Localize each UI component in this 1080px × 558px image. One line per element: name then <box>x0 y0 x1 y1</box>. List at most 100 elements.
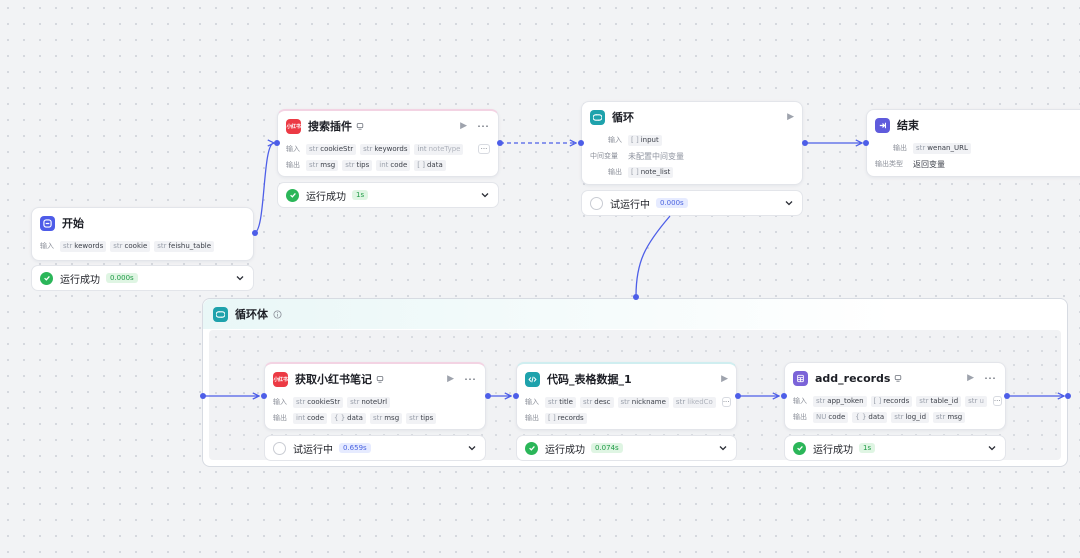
status-records[interactable]: 运行成功 1s <box>784 435 1006 461</box>
plugin-badge-icon <box>376 375 384 383</box>
node-start-header: 开始 <box>32 208 253 238</box>
port-loop-in[interactable] <box>578 140 584 146</box>
status-text: 试运行中 <box>293 444 333 456</box>
info-icon[interactable] <box>273 309 282 319</box>
port-fetch-out[interactable] <box>485 393 491 399</box>
xiaohongshu-icon: 小红书 <box>286 118 301 134</box>
port-loop-out[interactable] <box>802 140 808 146</box>
run-icon[interactable]: ▶ <box>787 111 794 122</box>
node-loop[interactable]: 循环 ▶ 输入 [ ]input 中间变量 未配置中间变量 输出 [ ]note… <box>581 101 803 185</box>
code-icon <box>525 371 540 387</box>
output-label: 输出 <box>273 414 287 422</box>
node-code-title: 代码_表格数据_1 <box>547 373 632 386</box>
chevron-down-icon[interactable] <box>235 273 245 283</box>
port-loop-body[interactable] <box>633 294 639 300</box>
run-icon[interactable]: ▶ <box>721 373 728 384</box>
port-records-in[interactable] <box>781 393 787 399</box>
status-start[interactable]: 运行成功 0.000s <box>31 265 254 291</box>
param-tag: { }data <box>852 411 888 423</box>
node-fetch-header: 小红书 获取小红书笔记 ▶ ⋯ <box>265 364 485 394</box>
node-search-header: 小红书 搜索插件 ▶ ⋯ <box>278 111 498 141</box>
chevron-down-icon[interactable] <box>467 443 477 453</box>
port-body-in[interactable] <box>200 393 206 399</box>
time-badge: 1s <box>352 190 369 200</box>
status-loop[interactable]: 试运行中 0.000s <box>581 190 803 216</box>
chevron-down-icon[interactable] <box>718 443 728 453</box>
port-search-in[interactable] <box>274 140 280 146</box>
node-loop-header: 循环 ▶ <box>582 102 802 132</box>
node-fetch-title: 获取小红书笔记 <box>295 373 372 386</box>
more-icon[interactable]: ⋯ <box>464 372 477 386</box>
loop-body-header: 循环体 <box>203 299 1067 329</box>
output-type-label: 输出类型 <box>875 160 903 168</box>
port-code-out[interactable] <box>735 393 741 399</box>
port-fetch-in[interactable] <box>261 393 267 399</box>
param-tag: [ ]data <box>414 159 446 171</box>
port-start-out[interactable] <box>252 230 258 236</box>
chevron-down-icon[interactable] <box>784 198 794 208</box>
status-fetch[interactable]: 试运行中 0.659s <box>264 435 486 461</box>
param-tag: [ ]note_list <box>628 166 674 178</box>
input-label: 输入 <box>273 398 287 406</box>
more-params-button[interactable]: ··· <box>478 144 490 154</box>
input-label: 输入 <box>286 145 300 153</box>
output-label: 输出 <box>793 413 807 421</box>
port-body-out[interactable] <box>1065 393 1071 399</box>
run-icon[interactable]: ▶ <box>460 120 467 131</box>
loop-input-row: 输入 [ ]input <box>582 132 802 148</box>
output-label: 输出 <box>608 168 622 176</box>
port-code-in[interactable] <box>513 393 519 399</box>
mid-var-label: 中间变量 <box>590 152 618 160</box>
status-search[interactable]: 运行成功 1s <box>277 182 499 208</box>
port-end-in[interactable] <box>863 140 869 146</box>
node-records-header: add_records ▶ ⋯ <box>785 363 1005 393</box>
run-icon[interactable]: ▶ <box>447 373 454 384</box>
port-search-out[interactable] <box>497 140 503 146</box>
node-search-title: 搜索插件 <box>308 120 352 133</box>
plugin-badge-icon <box>894 374 902 382</box>
port-records-out[interactable] <box>1004 393 1010 399</box>
more-icon[interactable]: ⋯ <box>477 119 490 133</box>
chevron-down-icon[interactable] <box>987 443 997 453</box>
chevron-down-icon[interactable] <box>480 190 490 200</box>
status-code[interactable]: 运行成功 0.074s <box>516 435 737 461</box>
more-params-button[interactable]: ··· <box>992 396 1002 406</box>
node-start-title: 开始 <box>62 217 84 230</box>
run-icon[interactable]: ▶ <box>967 372 974 383</box>
more-params-button[interactable]: ··· <box>721 397 731 407</box>
mid-var-value: 未配置中间变量 <box>628 151 684 161</box>
time-badge: 0.000s <box>106 273 138 283</box>
start-icon <box>40 215 55 231</box>
loading-spinner-icon <box>273 441 286 455</box>
param-tag: { }data <box>331 412 366 424</box>
status-text: 运行成功 <box>545 444 585 456</box>
more-icon[interactable]: ⋯ <box>984 371 997 385</box>
table-icon <box>793 370 808 386</box>
success-check-icon <box>286 188 299 202</box>
time-badge: 0.659s <box>339 443 371 453</box>
